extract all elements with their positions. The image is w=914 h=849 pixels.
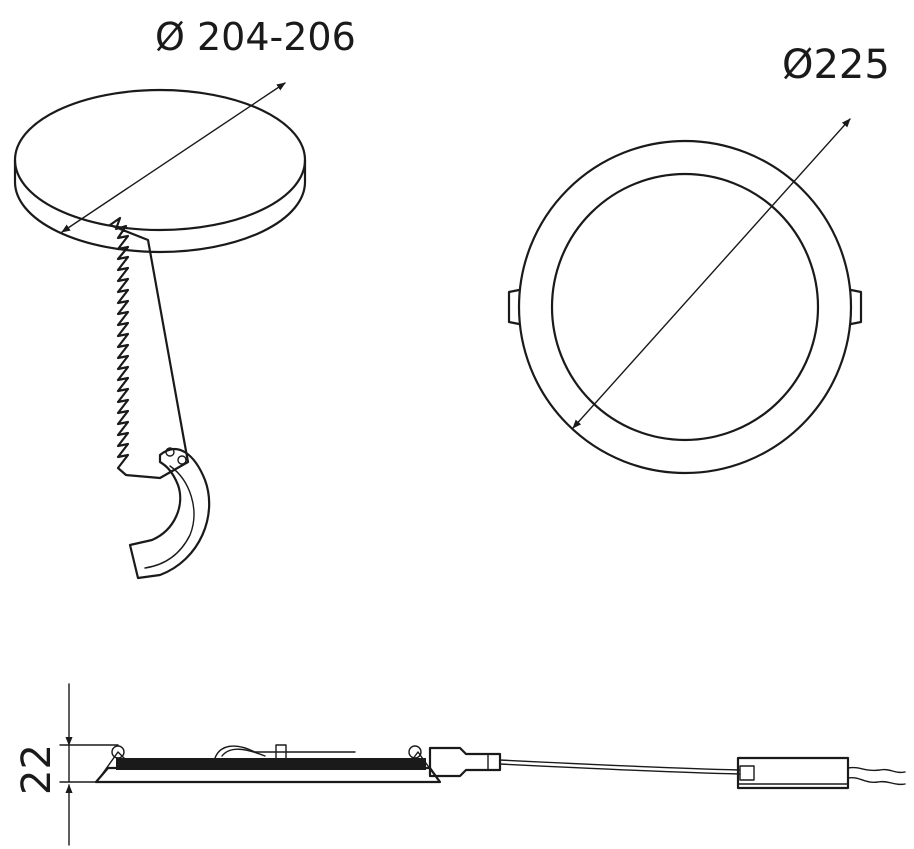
panel-front-view: Ø225: [507, 42, 890, 475]
panel-outer-ring: [517, 139, 853, 475]
panel-diameter-line: [572, 118, 851, 429]
cutout-disc-edge: [13, 158, 307, 254]
hole-saw-handle: [128, 448, 211, 580]
panel-led-strip: [116, 758, 426, 770]
hole-saw-blade: [108, 216, 190, 480]
driver-cable: [499, 759, 741, 771]
panel-side-view: 22: [14, 683, 906, 846]
panel-inner-ring: [550, 172, 820, 442]
panel-height-label: 22: [14, 744, 60, 795]
cutout-diameter-line: [61, 82, 286, 233]
led-driver: [736, 756, 850, 790]
panel-body-side: [94, 766, 442, 784]
left-spring-clip: [507, 288, 521, 326]
cutout-diameter-label: Ø 204-206: [155, 15, 356, 59]
panel-diameter-label: Ø225: [782, 42, 890, 88]
cable-connector: [428, 746, 502, 778]
cutout-disc-top: [13, 88, 307, 232]
cutout-view: Ø 204-206: [13, 15, 356, 580]
right-spring-clip: [849, 288, 863, 326]
mains-wires: [847, 766, 906, 774]
